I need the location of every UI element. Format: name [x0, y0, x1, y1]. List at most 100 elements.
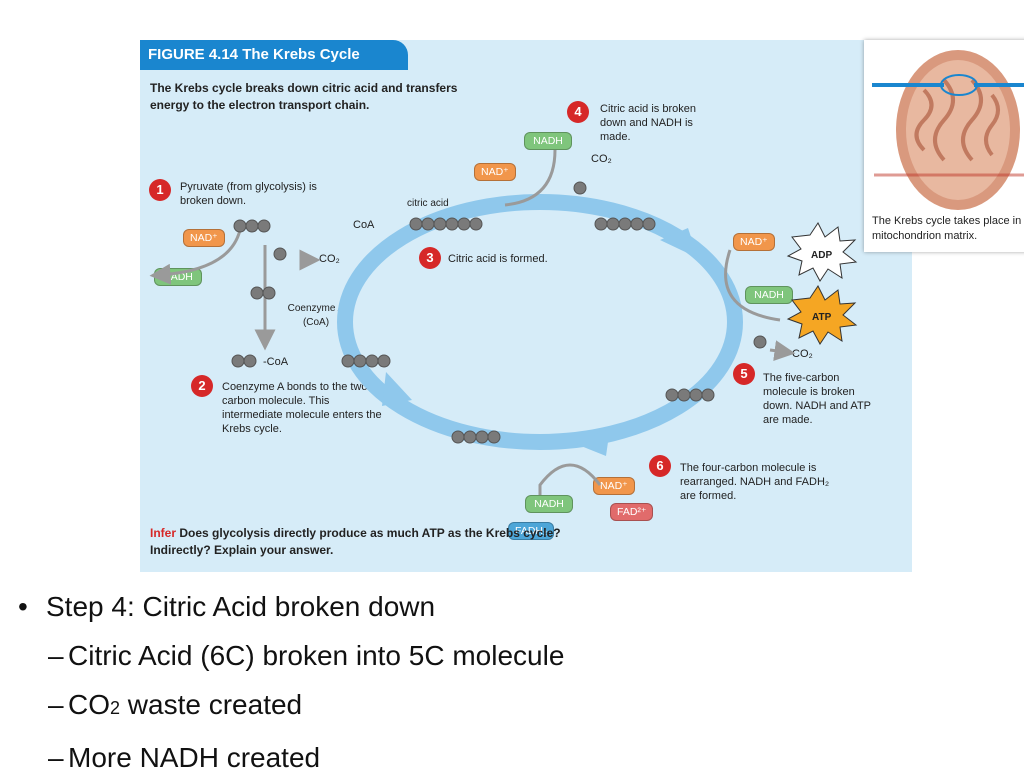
krebs-cycle-graphic: ADP ATP [149, 149, 858, 495]
molecule-c [243, 354, 257, 368]
cycle-arrowhead-3 [382, 372, 412, 406]
figure-subtitle: The Krebs cycle breaks down citric acid … [150, 81, 458, 112]
step-badge-5: 5 [733, 363, 755, 385]
bullet-sub-3: – More NADH created [18, 733, 564, 782]
molecule-c [409, 217, 423, 231]
co2-label-5: CO₂ [792, 348, 813, 360]
co2-arrow-5 [769, 340, 796, 362]
citric-acid-label: citric acid [407, 198, 449, 209]
molecule-c [377, 354, 391, 368]
molecule-c [451, 430, 465, 444]
atp-label: ATP [812, 312, 832, 323]
molecule-c [642, 217, 656, 231]
step-badge-6: 6 [649, 455, 671, 477]
nad-arrow-6 [538, 463, 602, 495]
nadh-pill-4: NADH [524, 132, 572, 150]
bullet-main: • Step 4: Citric Acid broken down [18, 582, 564, 631]
molecule-c [273, 247, 287, 261]
molecule-c [445, 217, 459, 231]
molecule-c [701, 388, 715, 402]
molecule-c [630, 217, 644, 231]
bullet-main-text: Step 4: Citric Acid broken down [46, 591, 436, 622]
molecule-c [463, 430, 477, 444]
bullet-sub-2-subscript: 2 [110, 698, 121, 718]
dash-3: – [48, 742, 64, 773]
molecule-c [245, 219, 259, 233]
molecule-c [365, 354, 379, 368]
dash-2: – [48, 689, 64, 720]
cristae [914, 78, 1000, 162]
atp-star [786, 285, 858, 345]
step-5-text: The five-carbon molecule is broken down.… [763, 372, 871, 426]
molecule-c [606, 217, 620, 231]
molecule-c [665, 388, 679, 402]
molecule-c [594, 217, 608, 231]
bullet-sub-3-text: More NADH created [68, 742, 321, 773]
molecule-c [618, 217, 632, 231]
molecule-c [677, 388, 691, 402]
bullet-sub-1-text: Citric Acid (6C) broken into 5C molecule [68, 640, 565, 671]
nad-pill-5: NAD⁺ [733, 233, 775, 251]
nadh-pill-5: NADH [745, 286, 793, 304]
step-4-text: Citric acid is broken down and NADH is m… [600, 103, 696, 143]
fad-pill: FAD²⁺ [610, 503, 654, 521]
mitochondrion-illustration [872, 50, 1024, 210]
molecule-c [475, 430, 489, 444]
nad-pill-1: NAD⁺ [183, 229, 225, 247]
nadh-pill-6: NADH [525, 495, 573, 513]
infer-text: Does glycolysis directly produce as much… [150, 526, 561, 557]
infer-question: Infer Does glycolysis directly produce a… [150, 525, 570, 559]
co2-label-4: CO₂ [591, 153, 612, 165]
step-badge-3: 3 [419, 247, 441, 269]
nad-pill-4: NAD⁺ [474, 163, 516, 181]
molecule-c [469, 217, 483, 231]
step-1-text: Pyruvate (from glycolysis) is broken dow… [180, 181, 317, 207]
step-6-text: The four-carbon molecule is rearranged. … [680, 462, 830, 502]
co2-label-1: CO₂ [319, 253, 340, 265]
bullet-list: • Step 4: Citric Acid broken down – Citr… [18, 582, 564, 782]
molecule-c [353, 354, 367, 368]
bullet-sub-2-text-a: CO [68, 689, 110, 720]
figure-title: FIGURE 4.14 The Krebs Cycle [140, 40, 408, 70]
nad-arrow-5 [724, 249, 781, 322]
adp-label: ADP [811, 250, 832, 261]
bullet-sub-1: – Citric Acid (6C) broken into 5C molecu… [18, 631, 564, 680]
inset-caption: The Krebs cycle takes place in the mitoc… [872, 215, 1024, 242]
step-2-text: Coenzyme A bonds to the two-carbon molec… [222, 381, 382, 435]
molecule-c [433, 217, 447, 231]
adp-star [786, 222, 858, 282]
nad-arrow-1 [149, 229, 242, 285]
molecule-c [262, 286, 276, 300]
molecule-c [250, 286, 264, 300]
cycle-arrowhead-2 [576, 428, 610, 456]
step-3-text: Citric acid is formed. [448, 253, 548, 265]
step-badge-4: 4 [567, 101, 589, 123]
molecule-c [487, 430, 501, 444]
coa-label: CoA [353, 219, 375, 231]
infer-keyword: Infer [150, 526, 177, 540]
molecule-c [257, 219, 271, 233]
cycle-ring [337, 194, 743, 450]
molecule-c [573, 181, 587, 195]
mitochondrion-inset: The Krebs cycle takes place in the mitoc… [864, 40, 1024, 252]
dash-1: – [48, 640, 64, 671]
nad-arrow-4 [504, 149, 557, 207]
nad-pill-6: NAD⁺ [593, 477, 635, 495]
krebs-figure: FIGURE 4.14 The Krebs Cycle The Krebs cy… [140, 40, 1024, 572]
cc-coa-label: -CoA [263, 356, 289, 368]
molecule-c [689, 388, 703, 402]
inset-cycle [940, 74, 978, 96]
cycle-arrowhead-1 [660, 228, 698, 258]
coenzyme-a-label: Coenzyme A (CoA) [287, 303, 345, 328]
bullet-sub-2-text-b: waste created [120, 689, 303, 720]
molecule-c [341, 354, 355, 368]
molecule-c [753, 335, 767, 349]
mitochondrion-inner [906, 60, 1010, 200]
step-badge-2: 2 [191, 375, 213, 397]
bullet-sub-2: – CO2 waste created [18, 680, 564, 733]
molecule-c [231, 354, 245, 368]
fadh2-pill: FADH₂ [508, 522, 555, 540]
molecule-c [457, 217, 471, 231]
step-badge-1: 1 [149, 179, 171, 201]
molecule-c [421, 217, 435, 231]
